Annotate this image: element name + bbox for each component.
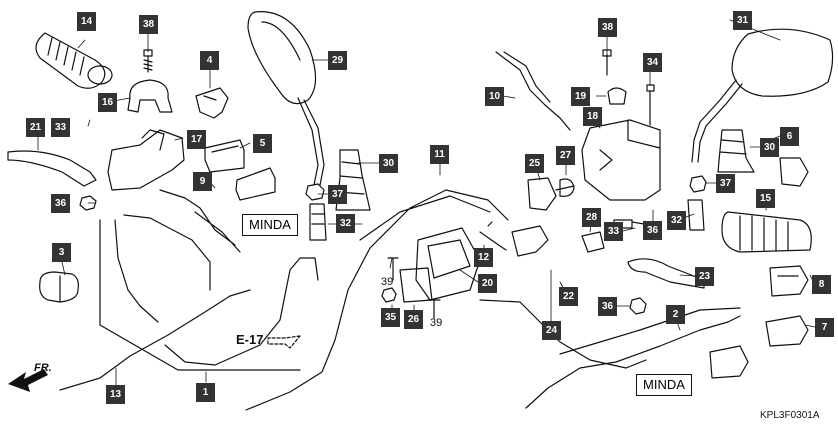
- callout-26[interactable]: 26: [404, 310, 423, 329]
- callout-19[interactable]: 19: [571, 87, 590, 106]
- callout-33-right[interactable]: 33: [604, 222, 623, 241]
- callout-21[interactable]: 21: [26, 118, 45, 137]
- label-39-lower: 39: [430, 317, 443, 329]
- callout-8[interactable]: 8: [812, 275, 831, 294]
- callout-31[interactable]: 31: [733, 11, 752, 30]
- callout-38[interactable]: 38: [139, 15, 158, 34]
- front-label: FR.: [34, 362, 52, 374]
- callout-14[interactable]: 14: [77, 12, 96, 31]
- callout-18[interactable]: 18: [583, 107, 602, 126]
- callout-27[interactable]: 27: [556, 146, 575, 165]
- callout-17[interactable]: 17: [187, 130, 206, 149]
- front-arrow: [8, 369, 48, 392]
- callout-9[interactable]: 9: [193, 172, 212, 191]
- callout-1[interactable]: 1: [196, 383, 215, 402]
- label-39-upper: 39: [381, 276, 394, 288]
- callout-37-right[interactable]: 37: [716, 174, 735, 193]
- callout-4[interactable]: 4: [200, 51, 219, 70]
- callout-15[interactable]: 15: [756, 189, 775, 208]
- callout-23[interactable]: 23: [695, 267, 714, 286]
- callout-11[interactable]: 11: [430, 145, 449, 164]
- callout-33[interactable]: 33: [51, 118, 70, 137]
- callout-32-right[interactable]: 32: [667, 211, 686, 230]
- right-grip: [721, 211, 812, 253]
- callout-22[interactable]: 22: [559, 287, 578, 306]
- callout-28[interactable]: 28: [582, 208, 601, 227]
- callout-35[interactable]: 35: [381, 308, 400, 327]
- minda-label-right: MINDA: [636, 374, 692, 396]
- callout-30-left[interactable]: 30: [379, 154, 398, 173]
- callout-10[interactable]: 10: [485, 87, 504, 106]
- callout-25[interactable]: 25: [525, 154, 544, 173]
- callout-36-lower[interactable]: 36: [598, 297, 617, 316]
- callout-16[interactable]: 16: [98, 93, 117, 112]
- callout-36[interactable]: 36: [51, 194, 70, 213]
- diagram-code: KPL3F0301A: [760, 410, 820, 421]
- callout-29[interactable]: 29: [328, 51, 347, 70]
- left-mirror: [247, 11, 325, 186]
- reference-e17: E-17: [236, 332, 264, 347]
- callout-38-right[interactable]: 38: [598, 18, 617, 37]
- callout-6[interactable]: 6: [780, 127, 799, 146]
- callout-24[interactable]: 24: [542, 321, 561, 340]
- callout-2[interactable]: 2: [666, 305, 685, 324]
- right-mirror: [691, 28, 834, 163]
- left-grip: [35, 32, 113, 89]
- callout-37-left[interactable]: 37: [328, 185, 347, 204]
- minda-label-left: MINDA: [242, 214, 298, 236]
- callout-32-left[interactable]: 32: [336, 214, 355, 233]
- callout-34[interactable]: 34: [643, 53, 662, 72]
- callout-3[interactable]: 3: [52, 243, 71, 262]
- callout-5[interactable]: 5: [253, 134, 272, 153]
- callout-12[interactable]: 12: [474, 248, 493, 267]
- callout-36-right[interactable]: 36: [643, 221, 662, 240]
- callout-13[interactable]: 13: [106, 385, 125, 404]
- callout-7[interactable]: 7: [815, 318, 834, 337]
- callout-30-right[interactable]: 30: [760, 138, 779, 157]
- callout-20[interactable]: 20: [478, 274, 497, 293]
